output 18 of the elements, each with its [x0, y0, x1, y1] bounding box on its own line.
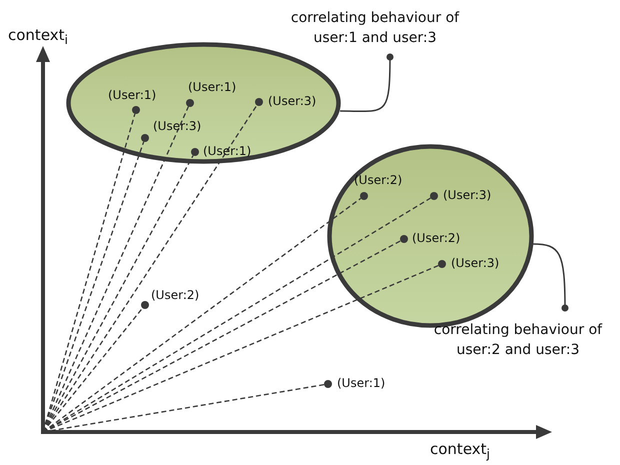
point-label: (User:3) — [153, 119, 202, 133]
point-label: (User:1) — [337, 376, 386, 390]
leader-line — [532, 243, 568, 312]
point-label: (User:1) — [108, 88, 156, 102]
point-label: (User:1) — [188, 80, 236, 94]
point-label: (User:1) — [203, 144, 252, 158]
callout-text: correlating behaviour of user:2 and user:3 — [432, 321, 604, 360]
callout-text: correlating behaviour of user:1 and user:3 — [290, 9, 460, 48]
axis-label: context$_{j}$ — [430, 440, 490, 463]
point-label: (User:3) — [443, 188, 492, 202]
point-label: (User:3) — [451, 256, 500, 270]
axis-label: context$_{i}$ — [8, 26, 68, 49]
point-label: (User:2) — [412, 231, 460, 245]
point-label: (User:2) — [151, 288, 200, 302]
dashed-line — [42, 308, 143, 432]
point-label: (User:3) — [268, 94, 316, 108]
point-label: (User:2) — [354, 173, 402, 187]
leader-line — [340, 54, 394, 112]
